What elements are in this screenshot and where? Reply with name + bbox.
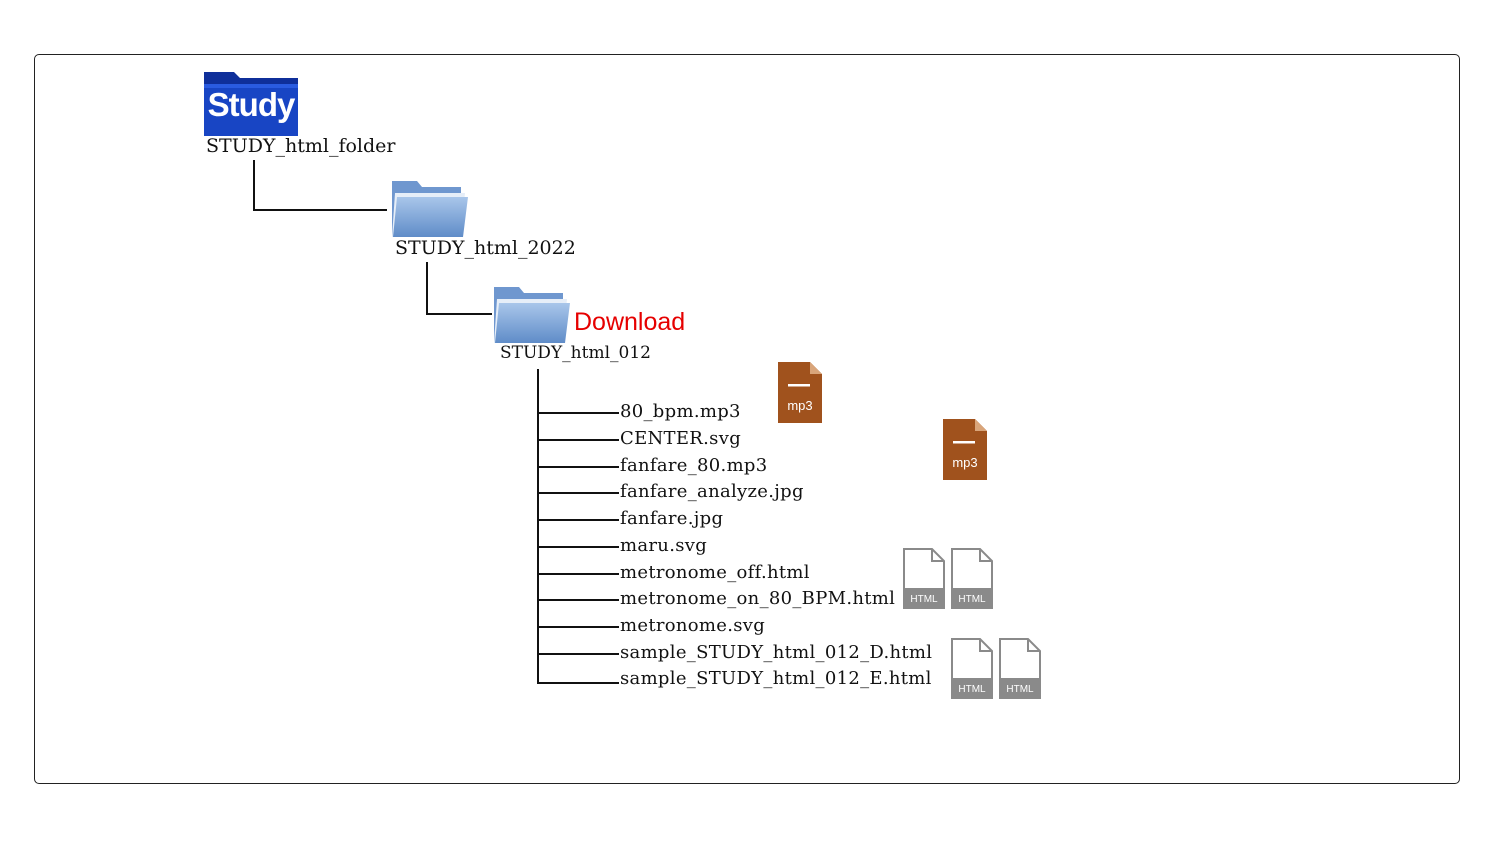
- connector-line: [253, 209, 387, 211]
- connector-line: [253, 160, 255, 210]
- html-file-icon: HTML: [951, 638, 993, 704]
- diagram-frame: [34, 54, 1460, 784]
- mp3-file-icon: mp3: [943, 419, 987, 485]
- connector-line: [537, 573, 619, 575]
- folder-icon: [391, 179, 469, 244]
- connector-line: [426, 262, 428, 314]
- connector-line: [537, 412, 619, 414]
- connector-line: [537, 439, 619, 441]
- connector-line: [537, 519, 619, 521]
- file-label[interactable]: fanfare.jpg: [620, 508, 724, 529]
- html-icon-text: HTML: [910, 594, 938, 605]
- folder-012-label: STUDY_html_012: [500, 343, 651, 363]
- connector-line: [426, 313, 492, 315]
- file-label[interactable]: metronome_on_80_BPM.html: [620, 588, 896, 609]
- mp3-file-icon: mp3: [778, 362, 822, 428]
- file-label[interactable]: sample_STUDY_html_012_E.html: [620, 668, 932, 689]
- html-icon-text: HTML: [1006, 684, 1034, 695]
- connector-line: [537, 369, 539, 683]
- file-label[interactable]: fanfare_80.mp3: [620, 455, 768, 476]
- file-label[interactable]: metronome_off.html: [620, 562, 810, 583]
- file-label[interactable]: 80_bpm.mp3: [620, 401, 741, 422]
- file-label[interactable]: metronome.svg: [620, 615, 766, 636]
- connector-line: [537, 682, 619, 684]
- file-label[interactable]: fanfare_analyze.jpg: [620, 481, 804, 502]
- file-label[interactable]: sample_STUDY_html_012_D.html: [620, 642, 933, 663]
- mp3-icon-text: mp3: [952, 455, 977, 470]
- mp3-icon-text: mp3: [787, 398, 812, 413]
- html-icon-text: HTML: [958, 594, 986, 605]
- connector-line: [537, 492, 619, 494]
- study-logo-text: Study: [207, 86, 296, 123]
- connector-line: [537, 466, 619, 468]
- download-tag[interactable]: Download: [574, 308, 686, 336]
- html-file-icon: HTML: [999, 638, 1041, 704]
- connector-line: [537, 546, 619, 548]
- study-folder-icon: Study: [204, 72, 298, 136]
- html-file-icon: HTML: [951, 548, 993, 614]
- folder-2022-label: STUDY_html_2022: [395, 237, 576, 259]
- file-label[interactable]: maru.svg: [620, 535, 708, 556]
- connector-line: [537, 653, 619, 655]
- html-file-icon: HTML: [903, 548, 945, 614]
- root-folder-label: STUDY_html_folder: [206, 135, 396, 157]
- connector-line: [537, 626, 619, 628]
- html-icon-text: HTML: [958, 684, 986, 695]
- file-label[interactable]: CENTER.svg: [620, 428, 742, 449]
- connector-line: [537, 599, 619, 601]
- folder-icon: [493, 285, 571, 350]
